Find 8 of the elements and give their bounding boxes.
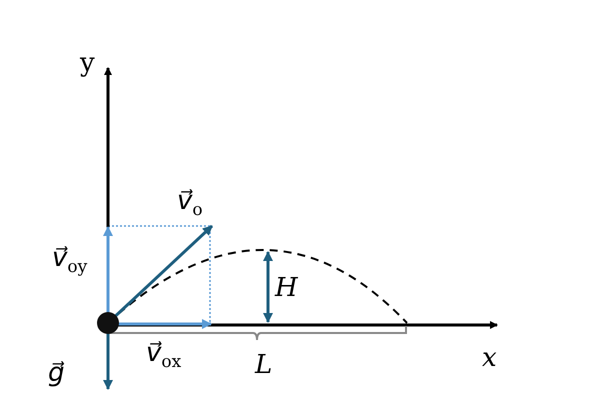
vector-label: g⃗ xyxy=(48,360,65,386)
vector-label: v⃗$_{ox}$ xyxy=(146,340,182,372)
dimension-label: L xyxy=(255,352,272,378)
dimension-label: H xyxy=(275,275,298,301)
vector-label: v⃗$_{oy}$ xyxy=(52,245,88,276)
axis-label: y xyxy=(80,50,95,76)
axis-label: x xyxy=(482,345,497,371)
vector-label: v⃗$_{o}$ xyxy=(177,188,203,220)
